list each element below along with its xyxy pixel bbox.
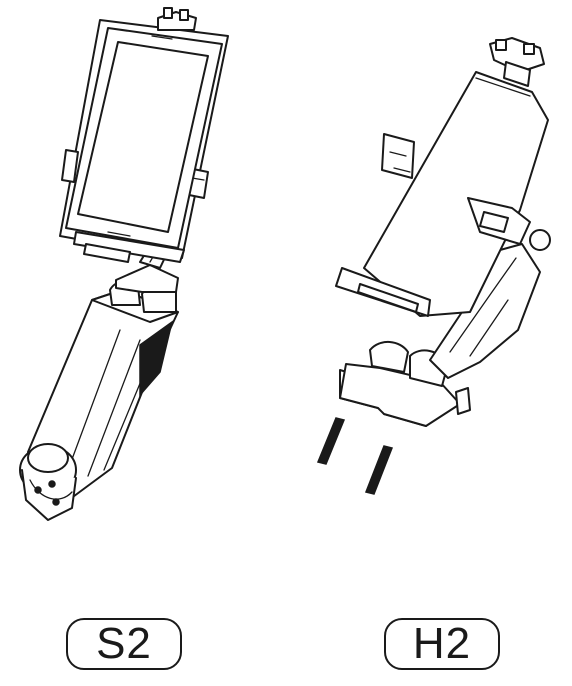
model-label-h2-text: H2 <box>412 619 472 668</box>
phone <box>65 27 223 249</box>
mount-bolts <box>316 417 394 495</box>
model-label-h2: H2 <box>384 618 500 670</box>
phone-cradle <box>335 37 549 317</box>
mount-arm <box>429 229 551 379</box>
bar-clamp-blocks <box>339 341 471 427</box>
model-label-s2: S2 <box>66 618 182 670</box>
handlebar-clamp <box>109 264 179 313</box>
model-label-s2-text: S2 <box>96 619 152 668</box>
